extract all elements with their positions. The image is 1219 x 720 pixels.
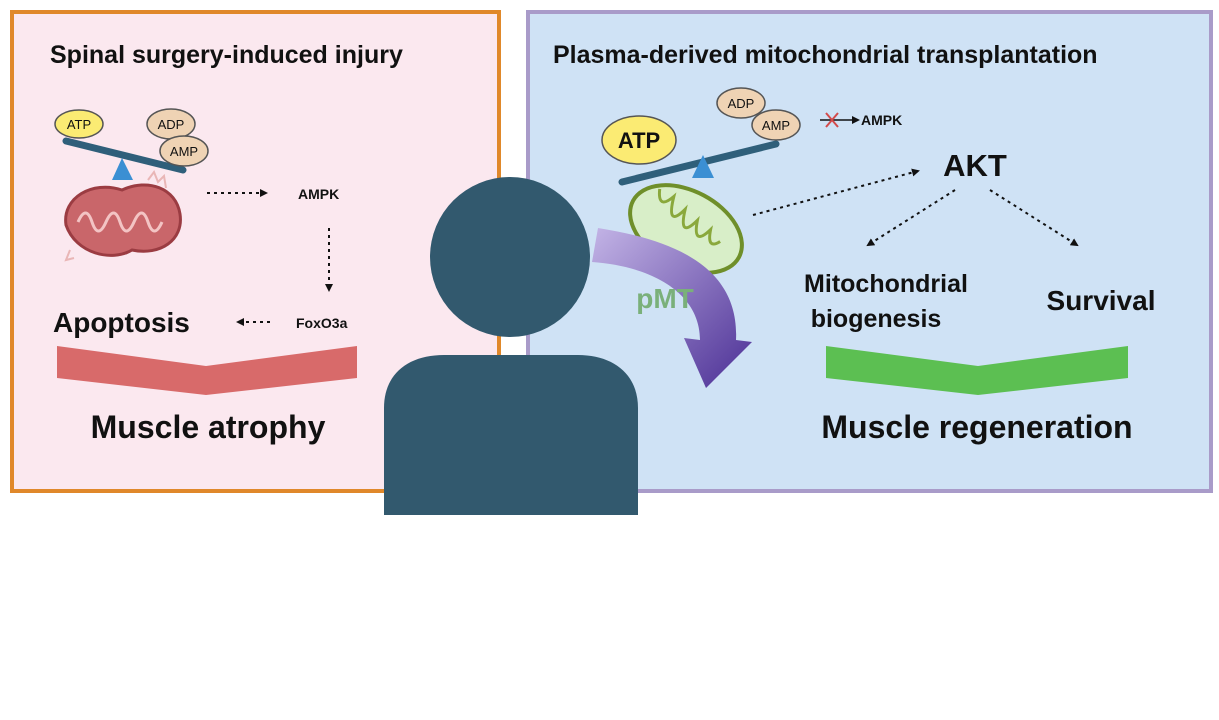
right-outcome-label: Muscle regeneration [821,409,1132,445]
block-x-icon [825,112,839,128]
atp-label: ATP [618,128,660,153]
balance-fulcrum [112,158,133,180]
balance-fulcrum [692,155,714,178]
left-outcome-label: Muscle atrophy [91,409,326,445]
ampk-blocked-label: AMPK [861,112,902,128]
foxo3a-label: FoxO3a [296,315,348,331]
biogenesis-label-line2: biogenesis [811,305,942,333]
arrow-to-akt [752,168,920,216]
amp-bubble [159,135,209,167]
amp-bubble [751,109,801,141]
atrophy-bar [57,346,357,395]
balance-beam [62,137,187,174]
arrow-to-biogenesis [866,189,956,247]
atp-bubble [54,109,104,139]
atp-bubble [601,115,677,165]
akt-label: AKT [943,148,1007,183]
amp-label: AMP [762,118,790,133]
apoptosis-label: Apoptosis [53,307,190,338]
ampk-label: AMPK [298,186,339,202]
amp-label: AMP [170,144,198,159]
survival-label: Survival [1047,285,1156,316]
arrow-to-survival [989,189,1079,247]
adp-label: ADP [158,117,185,132]
right-panel-title: Plasma-derived mitochondrial transplanta… [553,41,1098,69]
atp-label: ATP [67,117,91,132]
left-panel: Spinal surgery-induced injury ATP ADP AM… [10,10,501,493]
right-panel: Plasma-derived mitochondrial transplanta… [526,10,1213,493]
biogenesis-label-line1: Mitochondrial [804,270,968,298]
pmt-label: pMT [636,283,694,314]
adp-bubble [716,87,766,119]
person-icon [384,177,638,515]
regeneration-bar [826,346,1128,395]
left-energy-balance: ATP ADP AMP [54,108,209,180]
balance-beam [618,140,780,186]
left-panel-title: Spinal surgery-induced injury [50,41,403,69]
pmt-arrow [592,228,752,388]
adp-label: ADP [728,96,755,111]
damaged-mitochondrion-icon [64,169,182,262]
right-energy-balance: ATP ADP AMP [601,87,801,186]
